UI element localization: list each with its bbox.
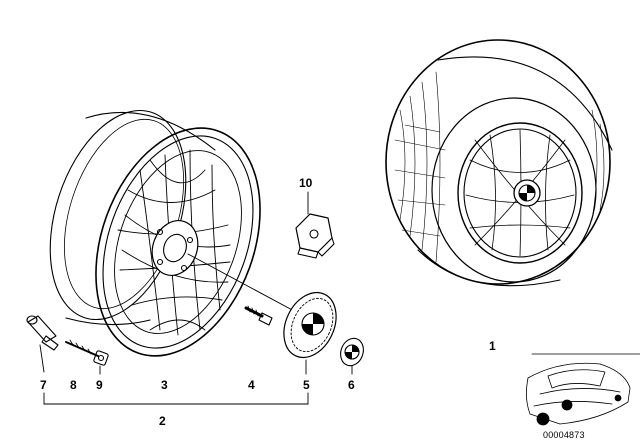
callout-3: 3 (161, 378, 168, 392)
wheel-lock-nut (295, 213, 335, 259)
document-number: 00004873 (543, 430, 585, 440)
callout-5: 5 (303, 378, 310, 392)
callout-10: 10 (299, 176, 313, 190)
callout-8: 8 (70, 378, 77, 392)
callout-6: 6 (348, 378, 355, 392)
valve-insert (65, 339, 99, 357)
callout-9: 9 (96, 378, 103, 392)
car-location-thumbnail (526, 353, 640, 426)
complete-wheel (385, 39, 613, 287)
callout-4: 4 (248, 378, 255, 392)
wheel-bolt (244, 305, 273, 326)
hub-cap (283, 291, 337, 359)
emblem (340, 337, 364, 367)
valve-stem (26, 315, 59, 351)
callout-2: 2 (159, 414, 166, 428)
callout-7: 7 (40, 378, 47, 392)
leader-lines (39, 191, 353, 405)
valve-cap (93, 350, 109, 366)
callout-1: 1 (489, 339, 496, 353)
wheel-rim-exploded (49, 109, 261, 357)
